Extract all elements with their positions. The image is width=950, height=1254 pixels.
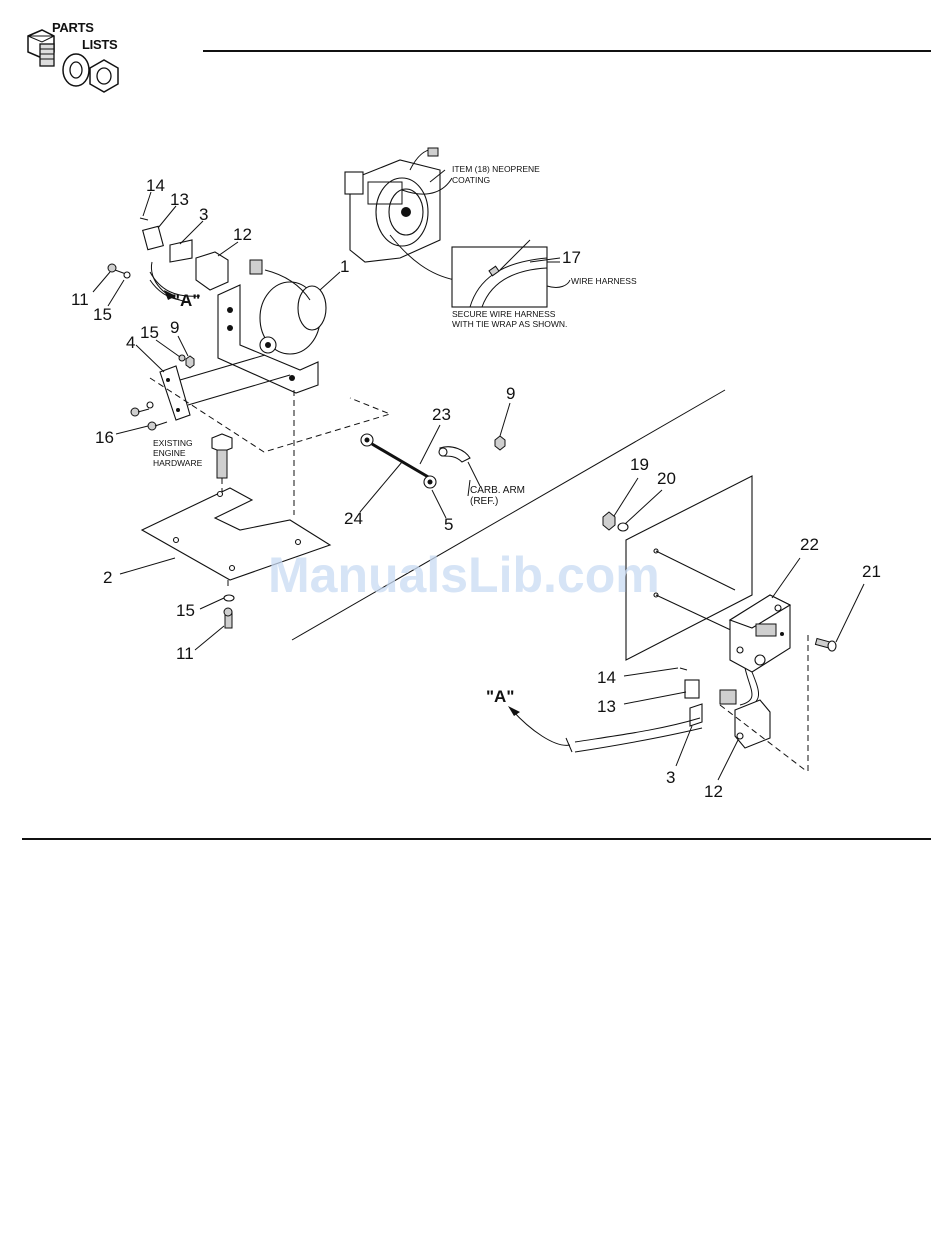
note-engine-line1: EXISTING <box>153 438 193 448</box>
note-engine-line3: HARDWARE <box>153 458 203 468</box>
part-number-14: 14 <box>146 176 165 195</box>
part-number-2: 2 <box>103 568 112 587</box>
part-number-15b: 15 <box>140 323 159 342</box>
part-number-20: 20 <box>657 469 676 488</box>
part-number-12b: 12 <box>704 782 723 801</box>
part-number-23: 23 <box>432 405 451 424</box>
note-secure-line2: WITH TIE WRAP AS SHOWN. <box>452 319 567 329</box>
controller-item-22 <box>730 595 790 708</box>
part-number-11b: 11 <box>176 644 194 663</box>
part-number-11: 11 <box>71 290 89 309</box>
part-number-4: 4 <box>126 333 135 352</box>
callout-view-a-right: "A" <box>486 687 514 706</box>
part-number-17: 17 <box>562 248 581 267</box>
governor-assembly <box>218 260 326 393</box>
part-number-15: 15 <box>93 305 112 324</box>
note-carb-line2: (REF.) <box>470 496 498 507</box>
part-number-9: 9 <box>170 318 179 337</box>
part-number-16: 16 <box>95 428 114 447</box>
bottom-rule <box>22 838 931 840</box>
part-number-9b: 9 <box>506 384 515 403</box>
part-number-21: 21 <box>862 562 881 581</box>
fasteners-lower <box>224 595 234 628</box>
sensor-cluster-upper <box>140 218 228 302</box>
exploded-parts-diagram: ITEM (18) NEOPRENE COATING WIRE HARNESS … <box>0 0 950 840</box>
note-secure-line1: SECURE WIRE HARNESS <box>452 309 556 319</box>
nut-washer-19-20 <box>603 512 628 531</box>
motor-detail-view <box>345 148 455 280</box>
watermark-text: ManualsLib.com <box>268 547 660 603</box>
callout-view-a-left: "A" <box>172 291 200 310</box>
part-number-5: 5 <box>444 515 453 534</box>
part-number-22: 22 <box>800 535 819 554</box>
part-number-24: 24 <box>344 509 363 528</box>
linkage-rod <box>361 434 505 488</box>
sensor-cluster-lower <box>680 668 770 748</box>
part-number-19: 19 <box>630 455 649 474</box>
part-number-15c: 15 <box>176 601 195 620</box>
arrow-to-view-a <box>512 710 570 745</box>
note-engine-line2: ENGINE <box>153 448 186 458</box>
engine-hardware-bolt <box>212 434 232 478</box>
note-carb-line1: CARB. ARM <box>470 485 525 496</box>
part-number-3: 3 <box>199 205 208 224</box>
note-neoprene-line1: ITEM (18) NEOPRENE <box>452 164 540 174</box>
part-number-1: 1 <box>340 257 349 276</box>
part-number-3b: 3 <box>666 768 675 787</box>
part-number-13b: 13 <box>597 697 616 716</box>
note-wire-harness: WIRE HARNESS <box>571 276 637 286</box>
part-number-13: 13 <box>170 190 189 209</box>
note-neoprene-line2: COATING <box>452 175 490 185</box>
part-number-14b: 14 <box>597 668 616 687</box>
bolt-item-21 <box>815 639 836 651</box>
part-number-12: 12 <box>233 225 252 244</box>
wire-harness-inset <box>452 240 570 307</box>
